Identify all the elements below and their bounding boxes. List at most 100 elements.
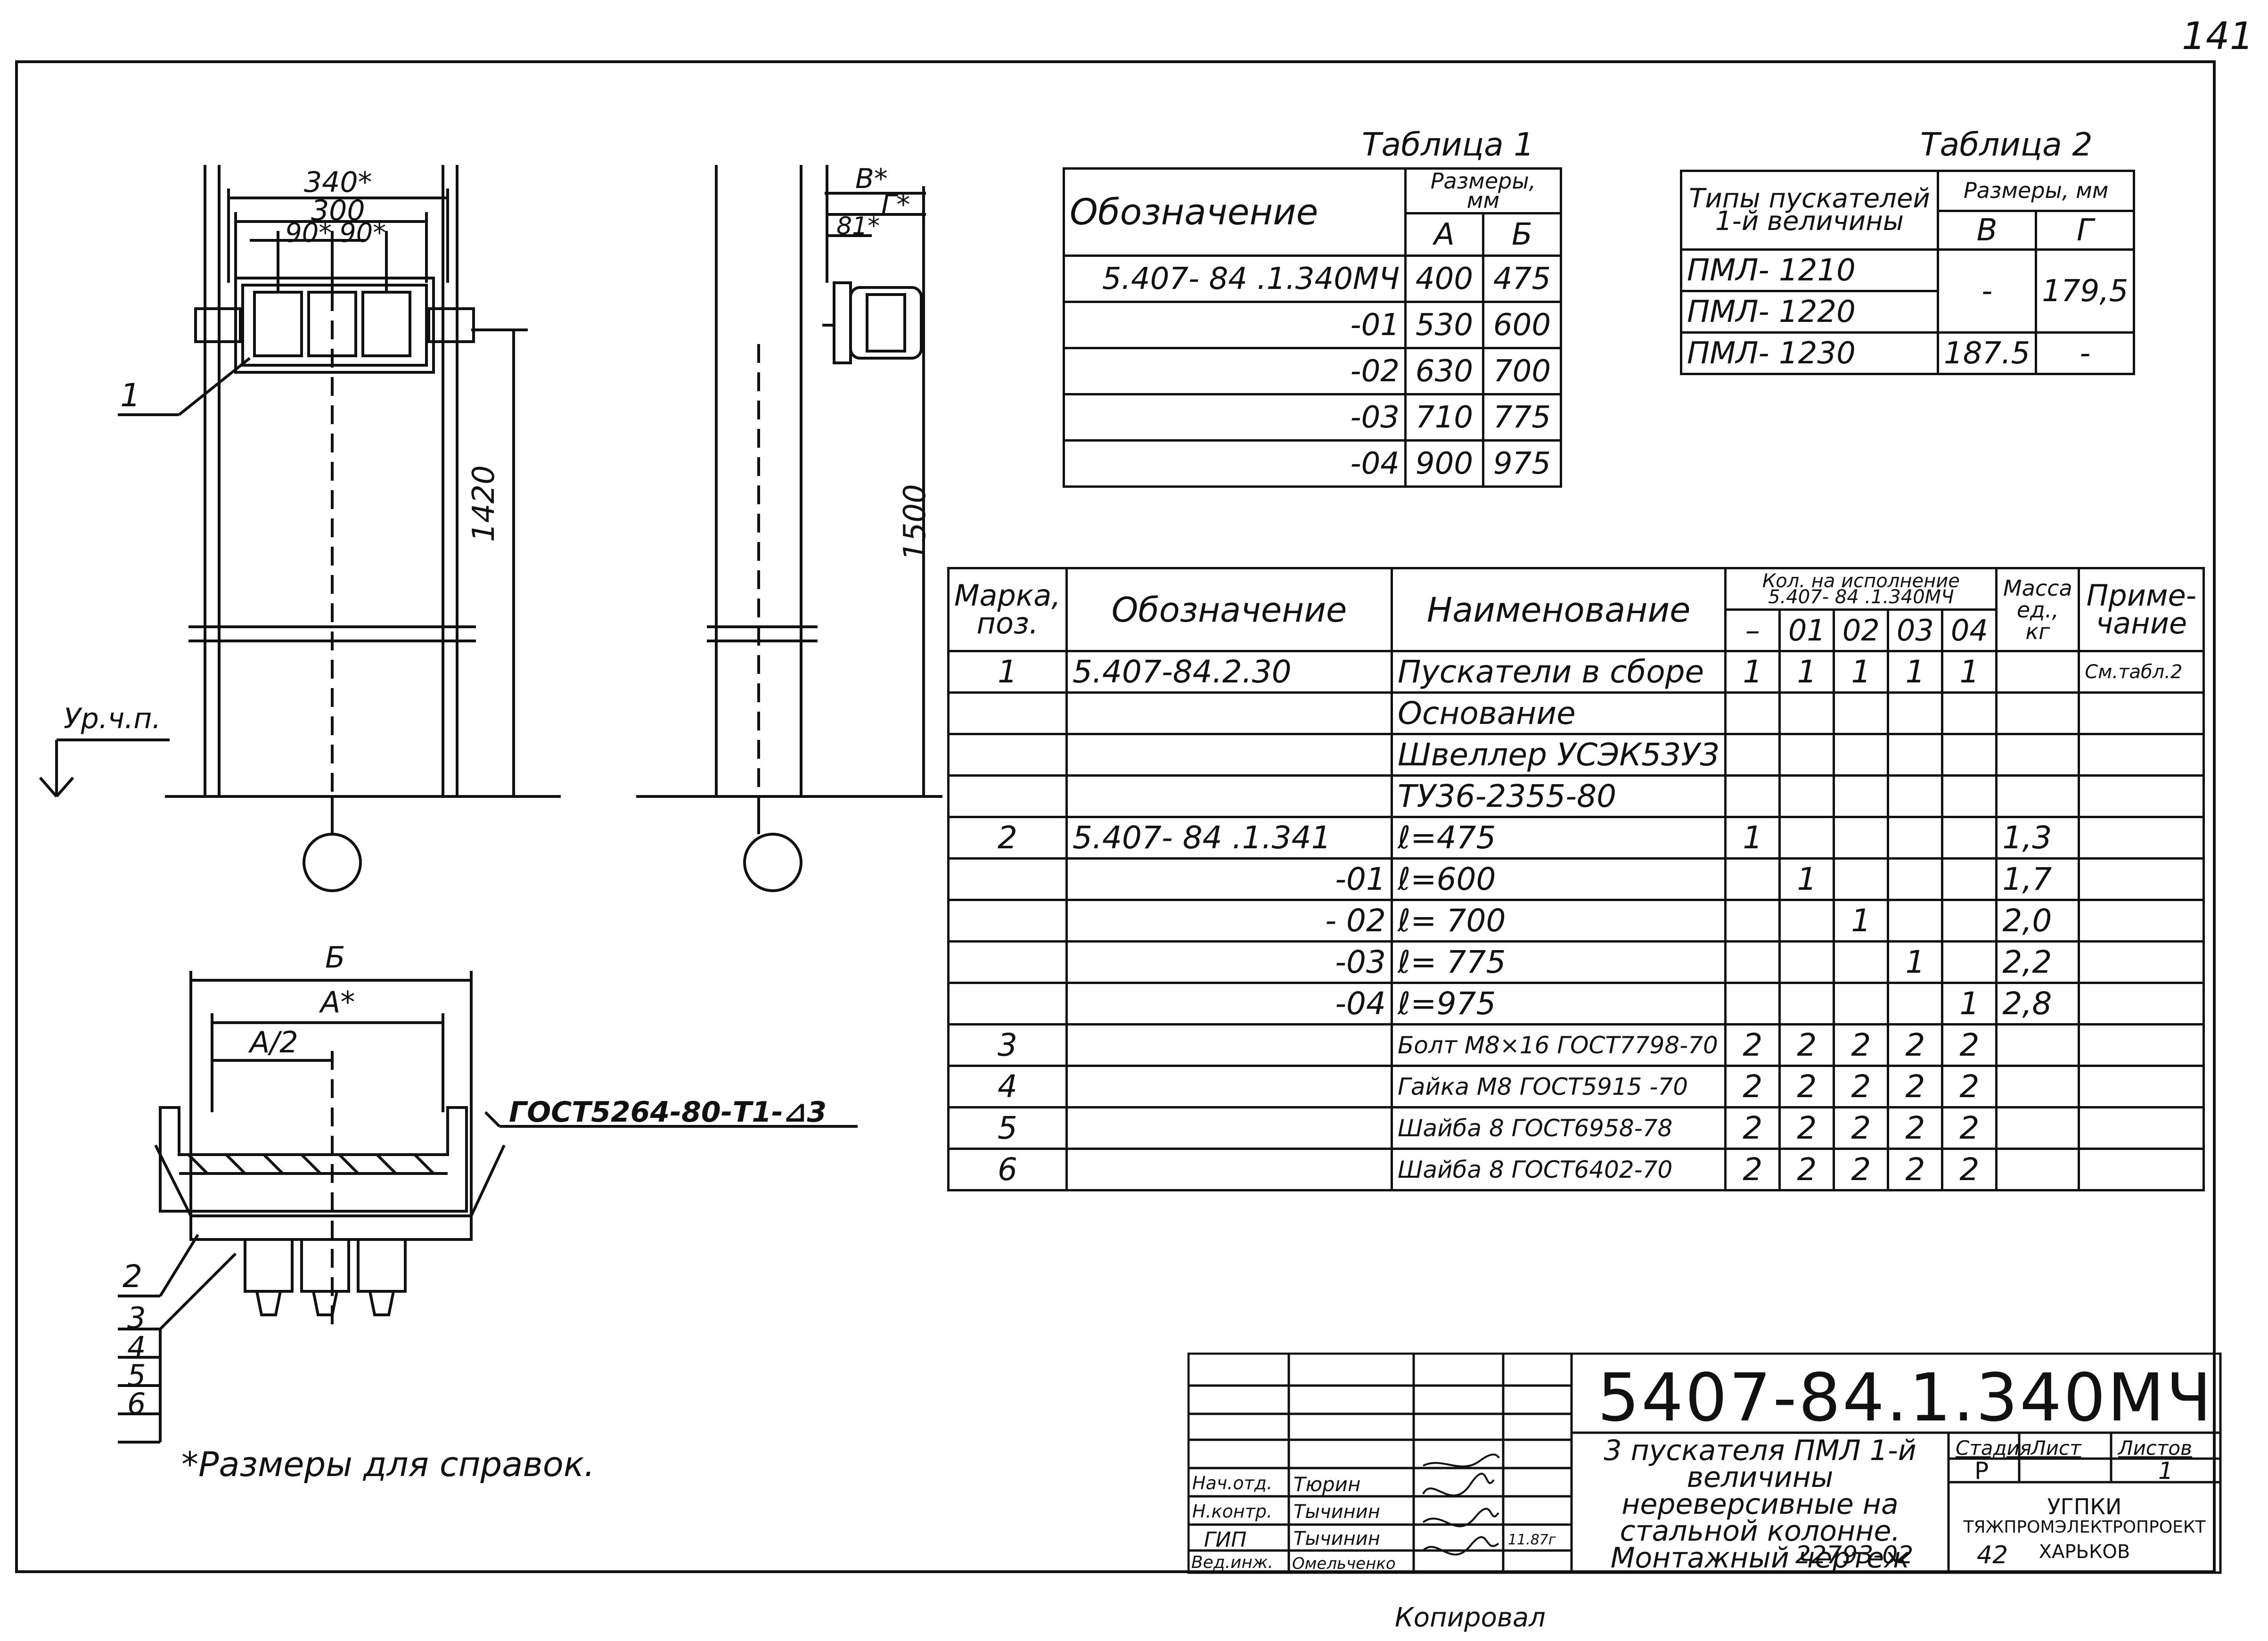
spec-cell-name: ℓ=975 (1390, 982, 1727, 1026)
dim-a-half: А/2 (250, 1025, 298, 1059)
spec-cell-qty: 2 (1778, 1023, 1835, 1067)
t1-row-designation: -03 (1063, 393, 1407, 442)
spec-cell-designation: -03 (1065, 940, 1393, 984)
spec-cell-mass (1995, 733, 2080, 777)
dim-300: 300 (311, 194, 365, 227)
spec-cell-designation (1065, 733, 1393, 777)
spec-cell-name: ℓ=600 (1390, 857, 1727, 901)
spec-cell-name: ℓ= 700 (1390, 899, 1727, 943)
spec-cell-qty: 2 (1778, 1106, 1835, 1150)
spec-cell-qty: 2 (1941, 1023, 1998, 1067)
spec-h-q2: 02 (1833, 608, 1890, 652)
spec-cell-mass (1995, 1023, 2080, 1067)
table2-caption: Таблица 2 (1920, 126, 2093, 164)
spec-cell-note (2078, 1065, 2205, 1108)
org-line-2: ТЯЖПРОМЭЛЕКТРОПРОЕКТ (1963, 1518, 2206, 1537)
spec-cell-designation (1065, 1148, 1393, 1191)
spec-cell-qty: 2 (1833, 1023, 1890, 1067)
spec-cell-name: ТУ36-2355-80 (1390, 774, 1727, 818)
spec-cell-designation (1065, 774, 1393, 818)
spec-cell-name: Пускатели в сборе (1390, 650, 1727, 694)
dim-b: Б (325, 940, 345, 975)
spec-cell-designation: 5.407-84.2.30 (1065, 650, 1393, 694)
t1-row-designation: 5.407- 84 .1.340МЧ (1063, 254, 1407, 303)
page-number-bottom: 42 (1977, 1541, 2008, 1569)
pos-5-label: 5 (127, 1358, 146, 1393)
spec-cell-mark (947, 691, 1068, 735)
t1-row-b: 700 (1482, 347, 1562, 395)
t1-row-designation: -02 (1063, 347, 1407, 395)
pos-2-label: 2 (123, 1258, 142, 1295)
spec-cell-qty: 1 (1941, 650, 1998, 694)
title-block-grid (1187, 1353, 2222, 1574)
spec-cell-qty (1778, 691, 1835, 735)
t2-row-g: - (2035, 331, 2136, 375)
spec-cell-name: Шайба 8 ГОСТ6958-78 (1390, 1106, 1727, 1150)
spec-cell-qty (1724, 857, 1781, 901)
t1-row-designation: -04 (1063, 439, 1407, 488)
pos-4-label: 4 (127, 1330, 146, 1364)
spec-cell-note (2078, 774, 2205, 818)
signatures (1422, 1453, 1499, 1556)
spec-h-q3: 03 (1887, 608, 1944, 652)
spec-cell-name: Гайка М8 ГОСТ5915 -70 (1390, 1065, 1727, 1108)
spec-cell-qty (1724, 899, 1781, 943)
name-4: Омельченко (1292, 1554, 1396, 1573)
spec-cell-qty: 1 (1724, 816, 1781, 860)
spec-cell-qty: 1 (1833, 899, 1890, 943)
spec-cell-mark (947, 774, 1068, 818)
specification-table: Марка, поз. Обозначение Наименование Кол… (947, 567, 2205, 1191)
spec-cell-qty (1941, 774, 1998, 818)
spec-row: ТУ36-2355-80 (947, 774, 2205, 818)
spec-cell-qty (1941, 940, 1998, 984)
t2-row-type: ПМЛ- 1210 (1680, 248, 1939, 292)
t2-h-types: Типы пускателей 1-й величины (1680, 170, 1939, 251)
spec-h-designation: Обозначение (1065, 567, 1393, 652)
spec-cell-mass (1995, 650, 2080, 694)
spec-cell-qty (1724, 691, 1781, 735)
spec-cell-qty: 1 (1887, 940, 1944, 984)
spec-cell-mark: 3 (947, 1023, 1068, 1067)
spec-cell-qty (1778, 774, 1835, 818)
dim-g: Г* (881, 189, 910, 221)
spec-cell-qty: 1 (1833, 650, 1890, 694)
org-line-3: ХАРЬКОВ (2039, 1541, 2130, 1563)
spec-cell-qty (1778, 940, 1835, 984)
spec-row: Основание (947, 691, 2205, 735)
spec-cell-qty: 2 (1778, 1148, 1835, 1191)
spec-cell-note: См.табл.2 (2078, 650, 2205, 694)
spec-cell-mark (947, 899, 1068, 943)
spec-cell-qty (1778, 899, 1835, 943)
spec-cell-designation: -04 (1065, 982, 1393, 1026)
dim-a: А* (320, 985, 355, 1019)
t1-row-a: 630 (1404, 347, 1484, 395)
t1-row-a: 710 (1404, 393, 1484, 442)
spec-cell-qty (1887, 899, 1944, 943)
spec-h-mark: Марка, поз. (947, 567, 1068, 652)
spec-cell-qty (1941, 733, 1998, 777)
spec-cell-qty: 1 (1887, 650, 1944, 694)
t2-merged-v: - (1936, 248, 2038, 334)
spec-cell-mark (947, 733, 1068, 777)
spec-cell-qty (1833, 691, 1890, 735)
doc-number: 22793-02 (1795, 1541, 1914, 1569)
signature-date: 11.87г (1508, 1532, 1556, 1548)
spec-cell-designation (1065, 1023, 1393, 1067)
copied-by: Копировал (1395, 1602, 1546, 1633)
spec-h-q4: 04 (1941, 608, 1998, 652)
dim-1500: 1500 (898, 484, 933, 561)
stage-header: Стадия (1956, 1436, 2032, 1460)
spec-cell-note (2078, 1023, 2205, 1067)
spec-cell-qty (1833, 774, 1890, 818)
stage-value: Р (1974, 1457, 1989, 1485)
t1-h-sizes: Размеры, мм (1404, 167, 1562, 214)
dim-1420: 1420 (467, 465, 501, 542)
name-2: Тычинин (1294, 1501, 1380, 1523)
spec-h-mass: Масса ед., кг (1995, 567, 2080, 652)
spec-cell-qty: 2 (1941, 1106, 1998, 1150)
